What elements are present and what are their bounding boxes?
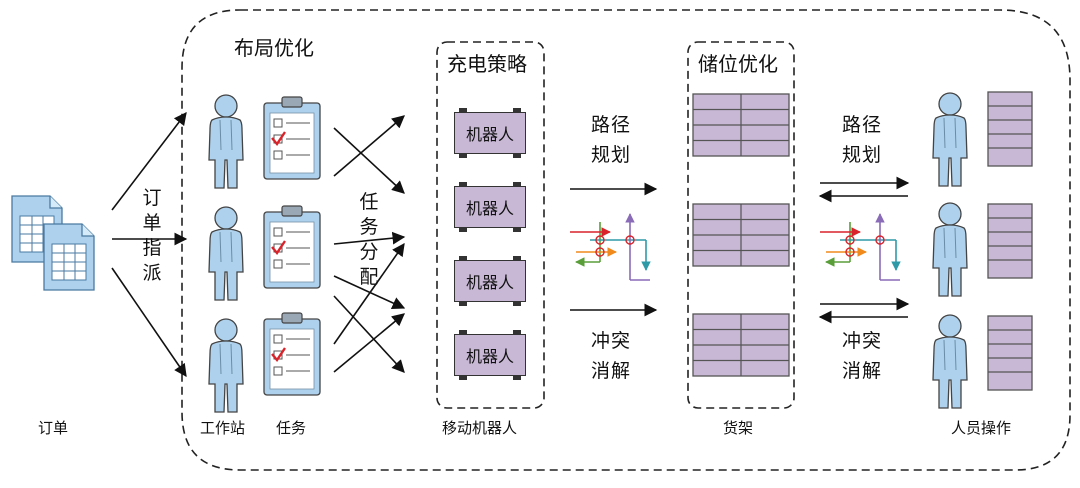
workstation-person-icon xyxy=(208,94,244,189)
layout-region-title: 布局优化 xyxy=(234,36,314,60)
robot-label: 机器人 xyxy=(465,125,514,144)
robot-label: 机器人 xyxy=(465,199,514,218)
route-conflict-icon xyxy=(570,214,650,280)
conflict-resolve-label-1: 冲突消解 xyxy=(591,330,632,382)
path-arrows-1 xyxy=(570,182,658,317)
operator-shelf-icon xyxy=(987,315,1033,391)
operator-shelf-icon xyxy=(987,203,1033,279)
conflict-resolve-label-2: 冲突消解 xyxy=(842,330,883,382)
operator-shelf-icon xyxy=(987,91,1033,167)
task-clipboard-icon xyxy=(262,204,322,290)
charging-region-border xyxy=(436,41,545,409)
mobile-robot-caption: 移动机器人 xyxy=(442,419,518,437)
order-dispatch-arrows xyxy=(111,111,188,378)
workstation-caption: 工作站 xyxy=(200,419,246,437)
task-clipboard-icon xyxy=(262,95,322,181)
path-planning-label-2: 路径规划 xyxy=(842,114,883,166)
shelf-icon xyxy=(692,313,790,377)
tasks-caption: 任务 xyxy=(276,419,307,437)
robot-label: 机器人 xyxy=(465,347,514,366)
path-planning-label-1: 路径规划 xyxy=(591,114,632,166)
shelf-icon xyxy=(692,93,790,157)
shelf-caption: 货架 xyxy=(723,419,754,437)
storage-region-border xyxy=(687,41,795,409)
layout-region-border xyxy=(181,9,1071,471)
order-document-icon xyxy=(11,195,95,291)
charging-region-title: 充电策略 xyxy=(447,52,527,76)
storage-region-title: 储位优化 xyxy=(698,52,778,76)
operator-person-icon xyxy=(932,314,968,409)
operator-person-icon xyxy=(932,202,968,297)
robot-box: 机器人 xyxy=(454,108,526,158)
robot-box: 机器人 xyxy=(454,182,526,232)
robot-box: 机器人 xyxy=(454,256,526,306)
path-arrows-2 xyxy=(818,176,910,324)
route-conflict-icon xyxy=(820,214,900,280)
workstation-person-icon xyxy=(208,206,244,301)
operator-caption: 人员操作 xyxy=(951,419,1012,437)
task-assign-arrows xyxy=(333,115,406,373)
operator-person-icon xyxy=(932,92,968,187)
robot-box: 机器人 xyxy=(454,330,526,380)
robot-label: 机器人 xyxy=(465,273,514,292)
shelf-icon xyxy=(692,203,790,267)
task-clipboard-icon xyxy=(262,311,322,397)
order-dispatch-label: 订单指派 xyxy=(142,187,162,284)
task-assign-label: 任务分配 xyxy=(359,191,379,288)
orders-caption: 订单 xyxy=(38,419,69,437)
workstation-person-icon xyxy=(208,318,244,413)
